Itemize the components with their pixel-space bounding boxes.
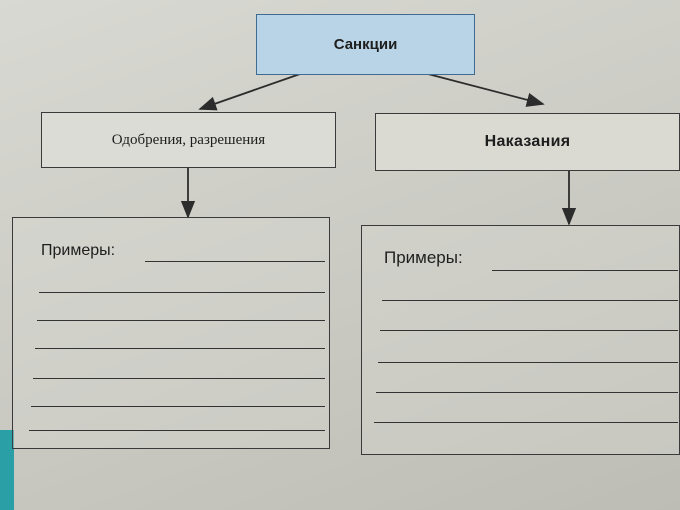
arrow-to-approvals (198, 73, 301, 111)
answer-line[interactable] (39, 292, 325, 293)
punishments-label: Наказания (484, 133, 571, 150)
examples-panel-right: Примеры: (361, 225, 680, 455)
arrow-to-punishments (427, 73, 545, 107)
answer-line[interactable] (382, 300, 678, 301)
sanctions-box: Санкции (256, 14, 475, 75)
examples-label-left: Примеры: (41, 242, 116, 259)
answer-line[interactable] (145, 261, 325, 262)
answer-line[interactable] (29, 430, 325, 431)
answer-line[interactable] (492, 270, 678, 271)
table-edge (0, 430, 14, 510)
answer-line[interactable] (35, 348, 325, 349)
answer-line[interactable] (374, 422, 678, 423)
examples-label-right: Примеры: (384, 248, 463, 267)
examples-panel-left: Примеры: (12, 217, 330, 449)
approvals-box: Одобрения, разрешения (41, 112, 336, 168)
answer-line[interactable] (31, 406, 325, 407)
sanctions-label: Санкции (333, 36, 398, 53)
answer-line[interactable] (33, 378, 325, 379)
answer-line[interactable] (376, 392, 678, 393)
answer-line[interactable] (378, 362, 678, 363)
approvals-label: Одобрения, разрешения (111, 131, 266, 148)
answer-line[interactable] (380, 330, 678, 331)
answer-line[interactable] (37, 320, 325, 321)
punishments-box: Наказания (375, 113, 680, 171)
